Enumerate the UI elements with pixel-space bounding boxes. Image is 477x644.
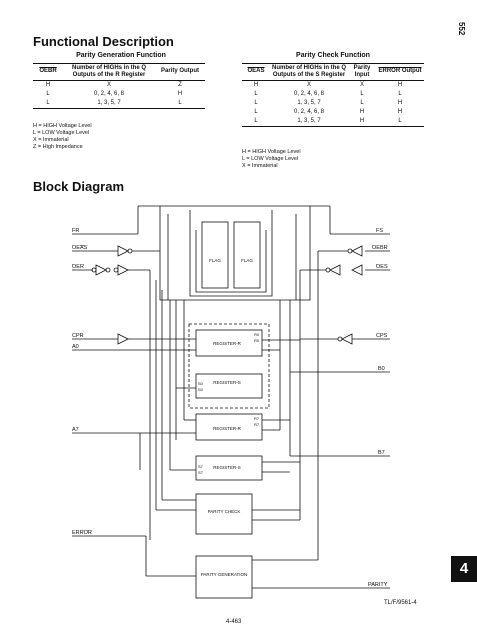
chk-header-oeas: OEAS bbox=[247, 68, 265, 75]
flag-left-label: FLAG bbox=[209, 258, 221, 263]
pin-oeas: OEAS bbox=[72, 245, 88, 251]
register-pin-s1b: S0 bbox=[198, 387, 204, 392]
parity-generation-legend: H = HIGH Voltage Level L = LOW Voltage L… bbox=[33, 123, 92, 150]
gen-header-oebr: OEBR bbox=[39, 68, 57, 75]
pin-oebr: OEBR bbox=[372, 245, 388, 251]
chk-header-error: ERROR Output bbox=[378, 68, 422, 75]
register-pin-r1a: R0 bbox=[254, 332, 260, 337]
pin-fs: FS bbox=[376, 228, 383, 234]
flag-right-label: FLAG bbox=[241, 258, 253, 263]
parity-check-table: OEAS Number of HIGHs in the Q Outputs of… bbox=[242, 63, 424, 127]
pin-a0: A0 bbox=[72, 344, 79, 350]
register-r-1-label: REGISTER-R bbox=[213, 341, 242, 346]
parity-generation-table: OEBR Number of HIGHs in the Q Outputs of… bbox=[33, 63, 205, 109]
register-pin-r1b: R0 bbox=[254, 338, 260, 343]
register-pin-s2a: S7 bbox=[198, 464, 204, 469]
register-s-1-label: REGISTER-S bbox=[213, 380, 241, 385]
parity-check-block-label: PARITY CHECK bbox=[208, 509, 241, 514]
pin-fr: FR bbox=[72, 228, 79, 234]
pin-b7: B7 bbox=[378, 450, 385, 456]
register-pin-s2b: S7 bbox=[198, 470, 204, 475]
parity-check-caption: Parity Check Function bbox=[296, 52, 370, 59]
register-pin-r2a: R7 bbox=[254, 416, 260, 421]
pin-b0: B0 bbox=[378, 366, 385, 372]
parity-generation-caption: Parity Generation Function bbox=[76, 52, 166, 59]
chk-header-count: Number of HIGHs in the Q Outputs of the … bbox=[270, 63, 348, 81]
pin-error: ERROR bbox=[72, 530, 92, 536]
gen-header-count: Number of HIGHs in the Q Outputs of the … bbox=[63, 63, 155, 81]
register-r-2-label: REGISTER-R bbox=[213, 426, 242, 431]
pin-parity: PARITY bbox=[368, 582, 388, 588]
functional-description-heading: Functional Description bbox=[33, 34, 174, 49]
pin-oer: OER bbox=[72, 264, 84, 270]
pin-cpr: CPR bbox=[72, 333, 84, 339]
pin-a7: A7 bbox=[72, 427, 79, 433]
parity-check-legend: H = HIGH Voltage Level L = LOW Voltage L… bbox=[242, 149, 301, 169]
pin-oes: OES bbox=[376, 264, 388, 270]
gen-header-output: Parity Output bbox=[155, 63, 205, 81]
figure-id: TL/F/9561-4 bbox=[384, 600, 417, 606]
chk-header-parity: Parity Input bbox=[348, 63, 376, 81]
parity-generation-block-label: PARITY GENERATION bbox=[201, 572, 248, 577]
register-pin-r2b: R7 bbox=[254, 422, 260, 427]
block-diagram-heading: Block Diagram bbox=[33, 179, 125, 194]
section-tab: 4 bbox=[451, 556, 477, 582]
page-number: 4-463 bbox=[226, 619, 242, 625]
register-pin-s1a: S0 bbox=[198, 381, 204, 386]
register-s-2-label: REGISTER-S bbox=[213, 465, 241, 470]
pin-cps: CPS bbox=[376, 333, 388, 339]
